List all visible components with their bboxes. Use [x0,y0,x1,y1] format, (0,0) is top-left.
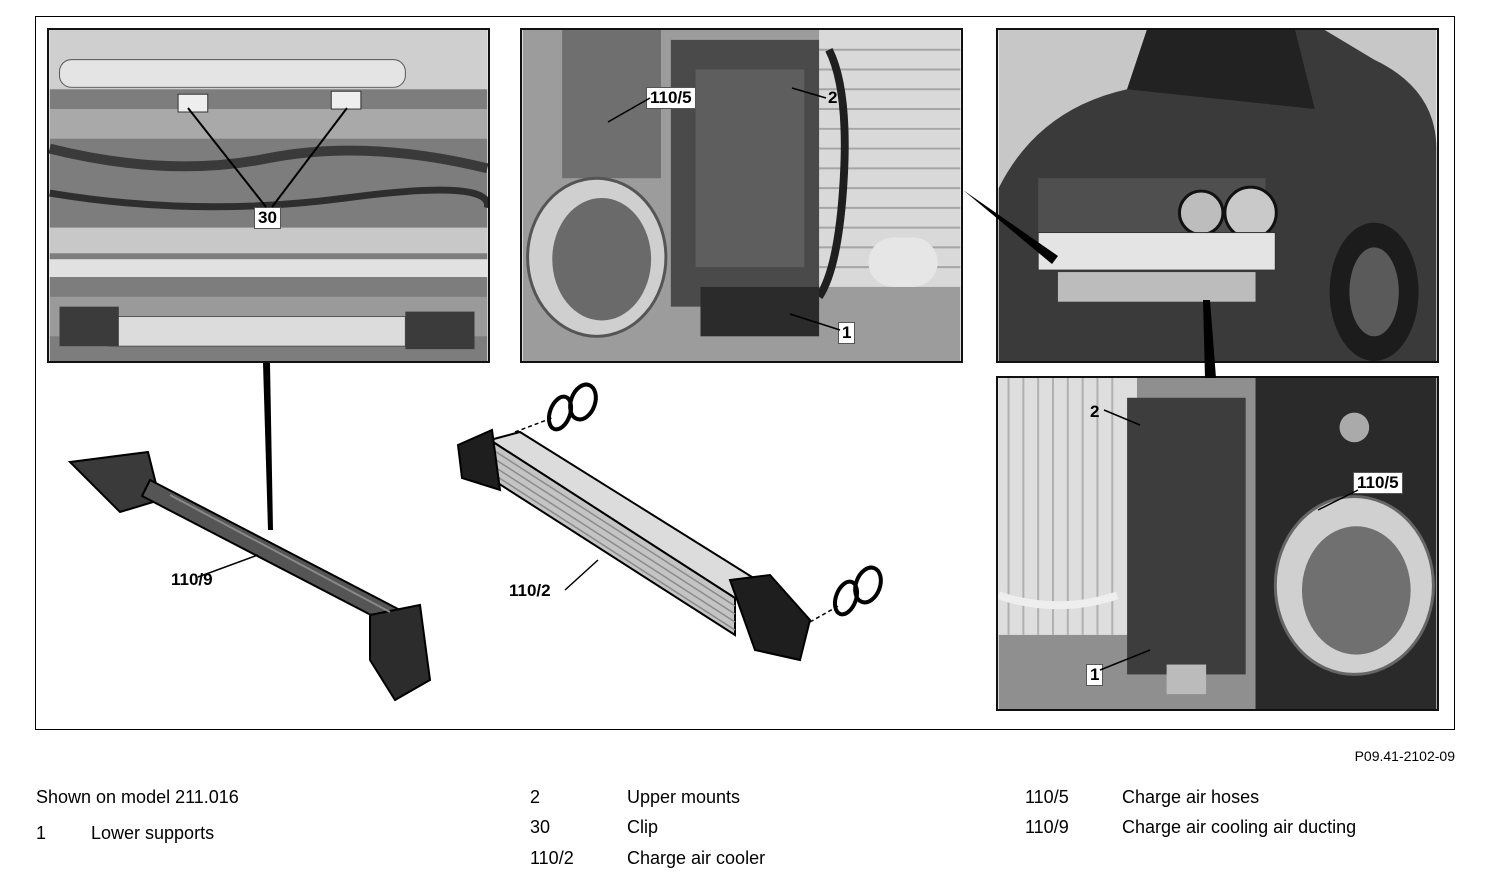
callout-110-9: 110/9 [171,570,213,589]
figure-reference: P09.41-2102-09 [1354,748,1455,764]
photo-charge-air-hose-closeup [996,376,1439,711]
callout-110-5-upper: 110/5 [646,87,696,109]
legend-number: 2 [530,787,541,807]
callout-110-5-closeup: 110/5 [1353,472,1403,494]
legend-number: 110/2 [530,848,574,868]
photo-charge-air-hose-lower [520,28,963,363]
photo-vehicle-front [996,28,1439,363]
callout-2-closeup: 2 [1090,402,1100,421]
legend-text: Charge air hoses [1122,787,1260,807]
callout-110-2: 110/2 [509,581,551,600]
charge-air-hose-lower-illustration [522,30,961,361]
callout-2-upper: 2 [828,88,838,107]
legend-number: 110/5 [1025,787,1069,807]
legend-number: 110/9 [1025,817,1069,837]
legend-text: Charge air cooling air ducting [1122,817,1357,837]
legend-text: Charge air cooler [627,848,766,868]
legend-number: 1 [36,823,47,843]
photo-front-underbody [47,28,490,363]
vehicle-front-illustration [998,30,1437,361]
callout-1-closeup: 1 [1086,664,1104,686]
legend-intro: Shown on model 211.016 [36,787,239,807]
front-underbody-illustration [49,30,488,361]
legend-text: Lower supports [91,823,215,843]
charge-air-hose-closeup-illustration [998,378,1437,709]
callout-1-upper: 1 [838,322,856,344]
legend-number: 30 [530,817,551,837]
legend-text: Clip [627,817,659,837]
legend-text: Upper mounts [627,787,741,807]
callout-30: 30 [254,207,281,229]
